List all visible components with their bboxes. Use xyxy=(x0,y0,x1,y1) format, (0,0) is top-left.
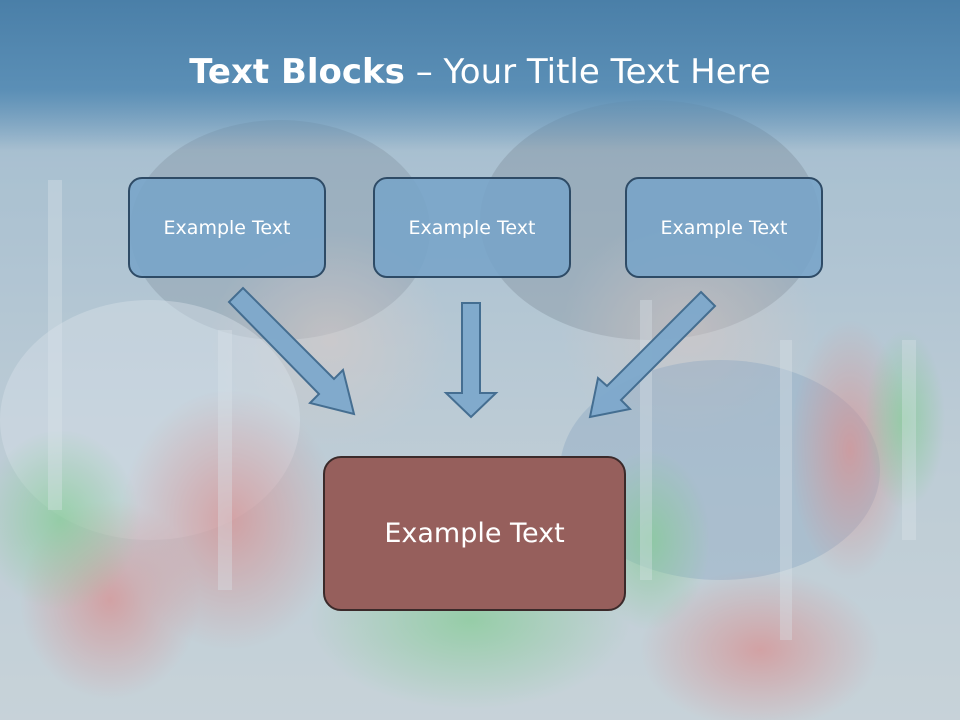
text-block-1[interactable]: Example Text xyxy=(128,177,326,278)
main-text-block-label: Example Text xyxy=(384,518,565,549)
title-rest-text: Your Title Text Here xyxy=(443,52,771,92)
title-dash: – xyxy=(404,52,444,92)
text-block-1-label: Example Text xyxy=(163,216,291,239)
text-block-3[interactable]: Example Text xyxy=(625,177,823,278)
main-text-block[interactable]: Example Text xyxy=(323,456,626,611)
text-block-3-label: Example Text xyxy=(660,216,788,239)
title-bold-text: Text Blocks xyxy=(189,52,405,92)
title-band xyxy=(0,0,960,150)
text-block-2-label: Example Text xyxy=(408,216,536,239)
slide-title: Text Blocks – Your Title Text Here xyxy=(0,52,960,92)
text-block-2[interactable]: Example Text xyxy=(373,177,571,278)
